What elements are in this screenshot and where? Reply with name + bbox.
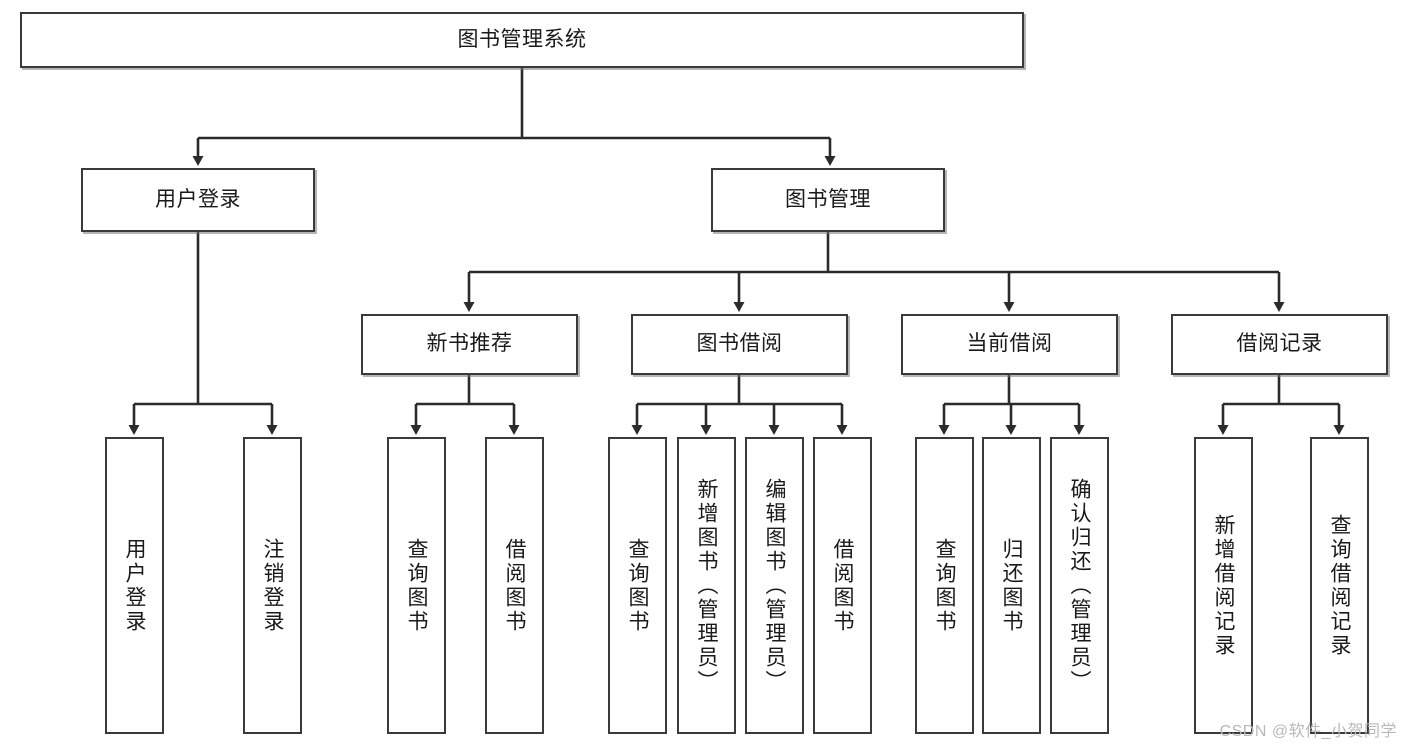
leaf-query-borrow-record[interactable]: 查询借阅记录 — [1310, 437, 1369, 734]
node-book-management[interactable]: 图书管理 — [711, 168, 945, 232]
node-new-book-recommend[interactable]: 新书推荐 — [361, 314, 578, 375]
leaf-user-logout-label: 注销登录 — [261, 537, 284, 634]
leaf-lend-book[interactable]: 借阅图书 — [813, 437, 872, 734]
leaf-query-book-borrow[interactable]: 查询图书 — [608, 437, 667, 734]
node-root[interactable]: 图书管理系统 — [20, 12, 1024, 68]
leaf-query-book-current-label: 查询图书 — [933, 537, 956, 634]
leaf-add-borrow-record[interactable]: 新增借阅记录 — [1194, 437, 1253, 734]
leaf-query-book-new[interactable]: 查询图书 — [387, 437, 446, 734]
leaf-user-logout[interactable]: 注销登录 — [243, 437, 302, 734]
node-borrow-records-label: 借阅记录 — [1236, 332, 1323, 356]
leaf-borrow-book-new-label: 借阅图书 — [503, 537, 526, 634]
node-root-label: 图书管理系统 — [457, 27, 587, 51]
leaf-return-book-label: 归还图书 — [1000, 537, 1023, 634]
watermark: CSDN @软件_小贺同学 — [1219, 723, 1397, 740]
node-user-login[interactable]: 用户登录 — [81, 168, 315, 232]
leaf-query-book-current[interactable]: 查询图书 — [915, 437, 974, 734]
leaf-add-borrow-record-label: 新增借阅记录 — [1212, 513, 1235, 658]
leaf-user-login-label: 用户登录 — [123, 537, 146, 634]
node-book-borrow-label: 图书借阅 — [696, 332, 783, 356]
leaf-edit-book-admin-label: 编辑图书（管理员） — [763, 477, 786, 694]
leaf-return-book[interactable]: 归还图书 — [982, 437, 1041, 734]
leaf-query-book-borrow-label: 查询图书 — [626, 537, 649, 634]
leaf-confirm-return-admin-label: 确认归还（管理员） — [1068, 477, 1091, 694]
leaf-user-login[interactable]: 用户登录 — [105, 437, 164, 734]
node-new-book-recommend-label: 新书推荐 — [426, 332, 513, 356]
leaf-borrow-book-new[interactable]: 借阅图书 — [485, 437, 544, 734]
leaf-edit-book-admin[interactable]: 编辑图书（管理员） — [745, 437, 804, 734]
leaf-add-book-admin-label: 新增图书（管理员） — [695, 477, 718, 694]
node-user-login-label: 用户登录 — [155, 187, 241, 211]
leaf-lend-book-label: 借阅图书 — [831, 537, 854, 634]
node-borrow-records[interactable]: 借阅记录 — [1171, 314, 1388, 375]
leaf-query-book-new-label: 查询图书 — [405, 537, 428, 634]
leaf-add-book-admin[interactable]: 新增图书（管理员） — [677, 437, 736, 734]
node-book-borrow[interactable]: 图书借阅 — [631, 314, 848, 375]
node-book-management-label: 图书管理 — [785, 187, 871, 211]
node-current-borrow-label: 当前借阅 — [966, 332, 1053, 356]
leaf-query-borrow-record-label: 查询借阅记录 — [1328, 513, 1351, 658]
leaf-confirm-return-admin[interactable]: 确认归还（管理员） — [1050, 437, 1109, 734]
node-current-borrow[interactable]: 当前借阅 — [901, 314, 1118, 375]
